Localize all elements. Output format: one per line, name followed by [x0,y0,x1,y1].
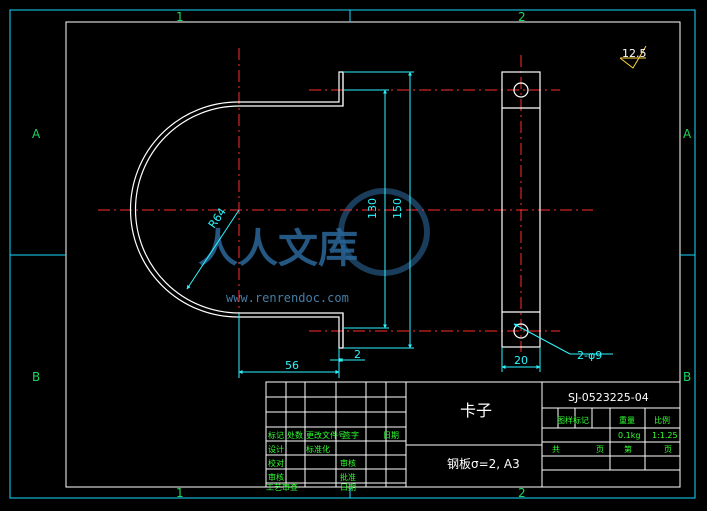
dim-130-label: 130 [366,198,379,219]
drawing-number: SJ-0523225-04 [568,391,649,404]
signoff-row-2-col-2: 审核 [340,458,356,468]
zone-label-top-1: 1 [176,10,184,24]
top-hole [513,82,529,98]
title-header-scale: 比例 [654,415,670,425]
dim-2-label: 2 [354,348,361,361]
part-name: 卡子 [460,401,492,420]
sheet-total-unit: 页 [596,445,604,454]
signoff-row-2-col-0: 校对 [268,458,284,468]
zone-label-right-b: B [683,370,691,384]
watermark: 人人文库 www.renrendoc.com [198,188,430,305]
watermark-url: www.renrendoc.com [226,291,349,305]
scale-value: 1:1.25 [652,431,678,440]
hole-note: 2-φ9 [577,349,602,362]
signoff-row-1-col-0: 设计 [268,444,284,454]
radius-leader [186,209,240,290]
roughness-value: 12.5 [622,47,647,60]
clamp-outline-outer [129,71,344,349]
title-block-border [265,381,681,488]
sheet-number-unit: 页 [664,445,672,454]
signoff-row-0-col-0: 标记 [268,430,284,440]
signoff-row-3-col-2: 批准 [340,472,356,482]
material-text: 钢板σ=2, A3 [447,457,520,471]
dim-20-label: 20 [514,354,528,367]
zone-label-bottom-2: 2 [518,486,526,500]
signoff-row-4-col-2: 日期 [340,483,356,492]
roughness-symbol [619,45,647,69]
signoff-row-3-col-0: 审核 [268,472,284,482]
outer-border [9,9,696,499]
signoff-row-0-col-3: 签字 [343,430,359,440]
zone-label-bottom-1: 1 [176,486,184,500]
signoff-row-0-col-4: 日期 [383,431,399,440]
zone-label-top-2: 2 [518,10,526,24]
title-block [265,381,681,488]
dim-150-label: 150 [391,198,404,219]
title-header-weight: 重量 [619,415,635,425]
sheet-total-label: 共 [552,445,560,454]
hole-leader-diagonal [513,323,571,355]
signoff-row-1-col-2: 标准化 [306,444,330,454]
zone-label-left-b: B [32,370,40,384]
title-header-stage-mark: 图样标记 [557,415,589,425]
weight-value: 0.1kg [618,431,640,440]
signoff-row-0-col-1: 处数 [287,430,303,440]
zone-label-left-a: A [32,127,41,141]
dim-56-label: 56 [285,359,299,372]
signoff-row-0-col-2: 更改文件号 [306,430,346,440]
signoff-row-4-col-0: 工艺审查 [266,482,298,492]
side-view-body [501,71,541,348]
watermark-main: 人人文库 [198,226,358,272]
zone-label-right-a: A [683,127,692,141]
sheet-number-label: 第 [624,444,632,454]
